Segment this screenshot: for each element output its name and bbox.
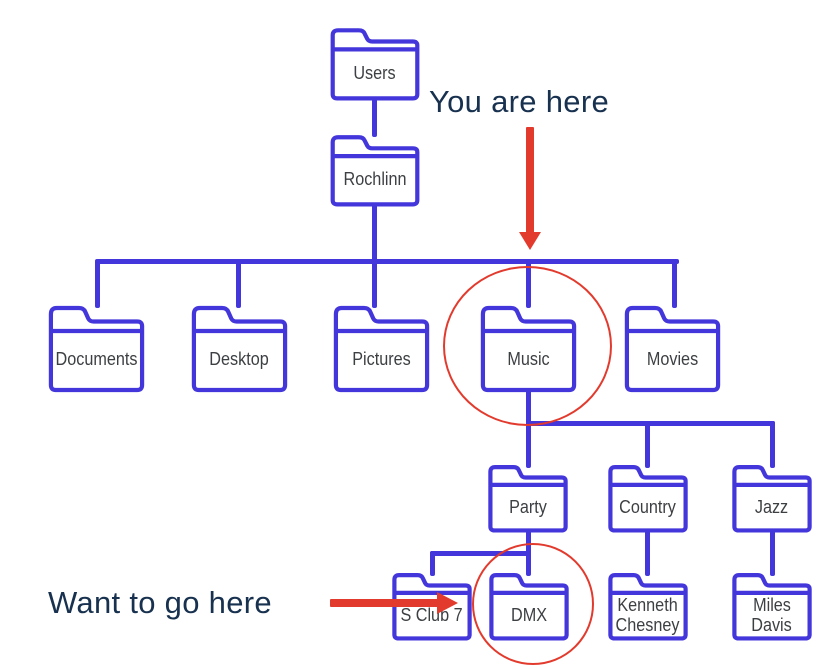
- edge-bus3: [430, 551, 531, 556]
- folder-icon: [732, 464, 812, 532]
- folder-country: Country: [608, 464, 688, 532]
- edge-drop-country: [645, 421, 650, 468]
- you-are-here-arrow-head-icon: [519, 232, 541, 250]
- folder-icon: [608, 572, 688, 640]
- edge-drop-desktop: [236, 259, 241, 308]
- folder-desktop: Desktop: [191, 304, 288, 392]
- folder-movies: Movies: [624, 304, 721, 392]
- folder-label: Country: [619, 496, 677, 517]
- edge-bus1: [97, 259, 679, 264]
- edge-users-rochlinn: [372, 97, 377, 137]
- folder-label: Miles Davis: [751, 594, 793, 635]
- folder-label: Users: [353, 62, 397, 83]
- music-highlight-circle: [443, 266, 612, 426]
- folder-jazz: Jazz: [732, 464, 812, 532]
- folder-label: Rochlinn: [343, 169, 407, 190]
- folder-icon: [333, 304, 430, 392]
- edge-drop-jazz: [770, 421, 775, 468]
- edge-drop-pictures: [372, 259, 377, 308]
- edge-jazz-miles: [770, 530, 775, 576]
- you-are-here-label: You are here: [429, 84, 609, 119]
- folder-documents: Documents: [48, 304, 145, 392]
- folder-label: Pictures: [352, 349, 411, 370]
- folder-miles-davis: Miles Davis: [732, 572, 812, 640]
- folder-rochlinn: Rochlinn: [330, 134, 420, 206]
- folder-party: Party: [488, 464, 568, 532]
- edge-bus2: [526, 421, 775, 426]
- folder-users: Users: [330, 27, 420, 100]
- folder-icon: [330, 134, 420, 206]
- folder-icon: [608, 464, 688, 532]
- edge-drop-party: [526, 421, 531, 468]
- folder-kenneth-chesney: Kenneth Chesney: [608, 572, 688, 640]
- folder-icon: [48, 304, 145, 392]
- folder-label: Jazz: [755, 496, 789, 517]
- edge-rochlinn-bus1: [372, 204, 377, 264]
- edge-drop-movies: [672, 259, 677, 308]
- folder-pictures: Pictures: [333, 304, 430, 392]
- folder-label: Movies: [646, 349, 699, 370]
- edge-country-kenneth: [645, 530, 650, 576]
- folder-label: Documents: [55, 349, 138, 370]
- folder-label: Kenneth Chesney: [616, 594, 680, 635]
- you-are-here-arrow-shaft: [526, 127, 534, 233]
- edge-drop-s-club-7: [430, 551, 435, 576]
- dmx-highlight-circle: [472, 543, 594, 665]
- folder-icon: [624, 304, 721, 392]
- folder-icon: [732, 572, 812, 640]
- folder-label: Desktop: [209, 349, 270, 370]
- want-to-go-here-arrow-head-icon: [437, 592, 458, 614]
- folder-icon: [191, 304, 288, 392]
- folder-icon: [330, 27, 420, 100]
- folder-label: Party: [509, 496, 547, 517]
- folder-icon: [488, 464, 568, 532]
- want-to-go-here-label: Want to go here: [48, 585, 272, 620]
- want-to-go-here-arrow-shaft: [330, 599, 438, 607]
- edge-drop-documents: [95, 259, 100, 308]
